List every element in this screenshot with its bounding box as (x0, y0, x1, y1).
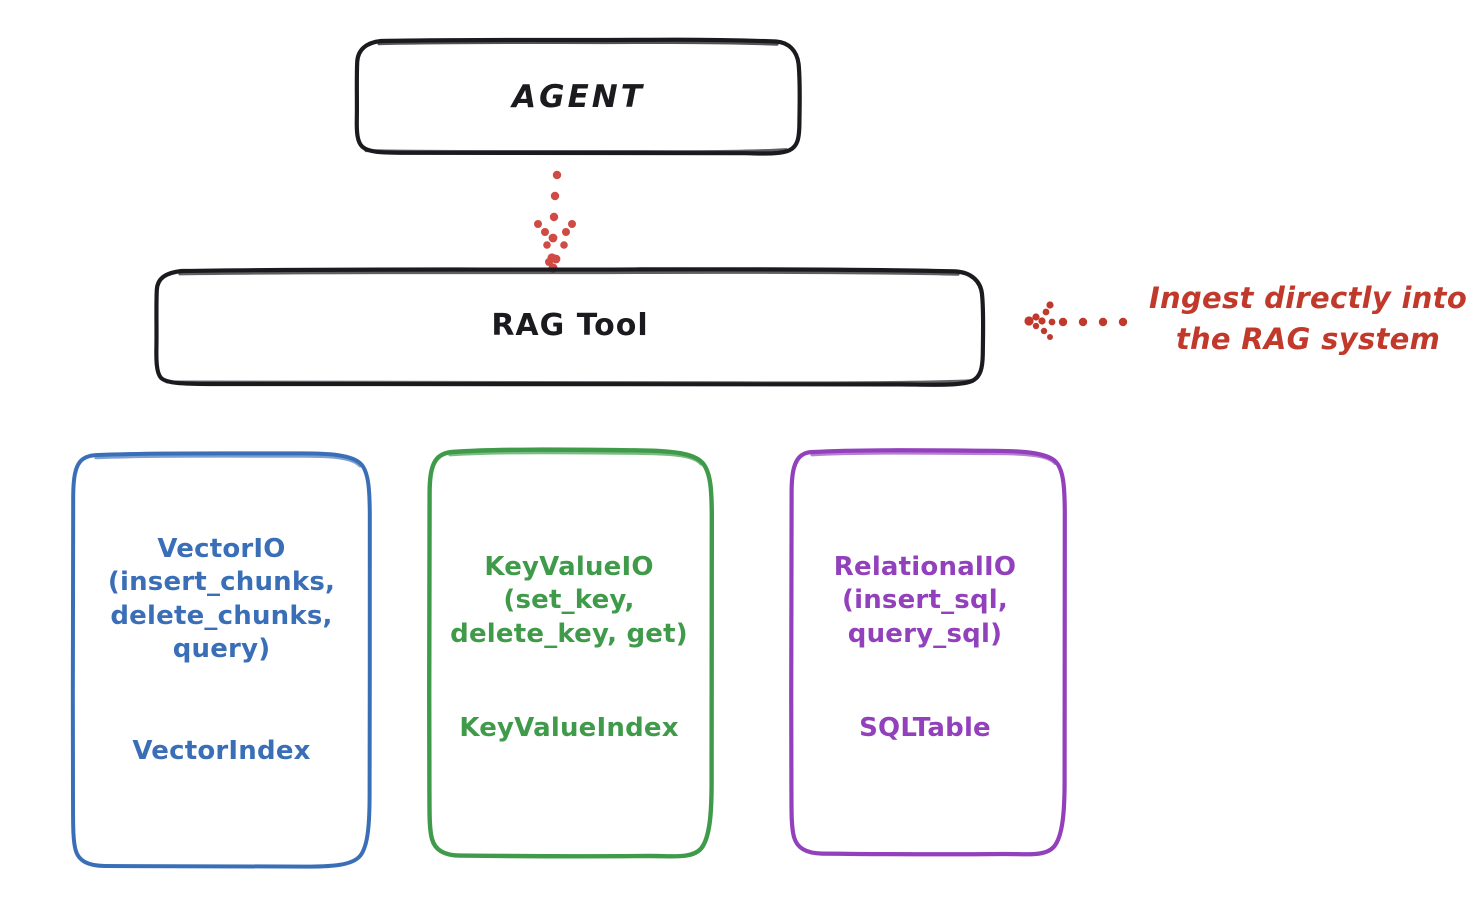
agent-box-outline-pass3 (364, 148, 788, 154)
key-value-io-index: KeyValueIndex (459, 713, 679, 743)
ingest-arrow (1024, 301, 1128, 340)
key-value-io-signature: KeyValueIO (set_key, delete_key, get) (450, 552, 688, 649)
relational-io-index: SQLTable (859, 713, 991, 743)
rag-tool-box-outline-pass3 (165, 379, 974, 385)
rag-tool-node[interactable] (154, 267, 986, 387)
agent-node[interactable] (354, 37, 802, 156)
key-value-io-node[interactable] (427, 447, 715, 859)
relational-io-box-outline (789, 448, 1068, 857)
key-value-io-box-outline-pass2 (448, 451, 703, 466)
vector-io-box-outline (70, 451, 372, 869)
rag-tool-box-outline-pass2 (178, 270, 960, 276)
vector-io-node[interactable] (70, 451, 372, 869)
relational-io-signature: RelationalIO (insert_sql, query_sql) (833, 552, 1017, 649)
vector-io-box-outline-pass2 (94, 454, 362, 468)
agent-box-outline (354, 37, 802, 156)
agent-box-outline-pass2 (377, 40, 779, 46)
vector-io-index: VectorIndex (132, 736, 311, 766)
key-value-io-box-outline (427, 447, 715, 859)
agent-to-rag-arrow (534, 170, 576, 273)
rag-tool-label: RAG Tool (491, 308, 649, 343)
relational-io-box-outline-pass2 (810, 451, 1057, 465)
relational-io-node[interactable] (789, 448, 1068, 857)
ingest-annotation-label: Ingest directly into the RAG system (1148, 281, 1468, 357)
vector-io-signature: VectorIO (insert_chunks, delete_chunks, … (107, 534, 336, 664)
agent-label: AGENT (512, 79, 645, 115)
rag-tool-box-outline (154, 267, 986, 387)
